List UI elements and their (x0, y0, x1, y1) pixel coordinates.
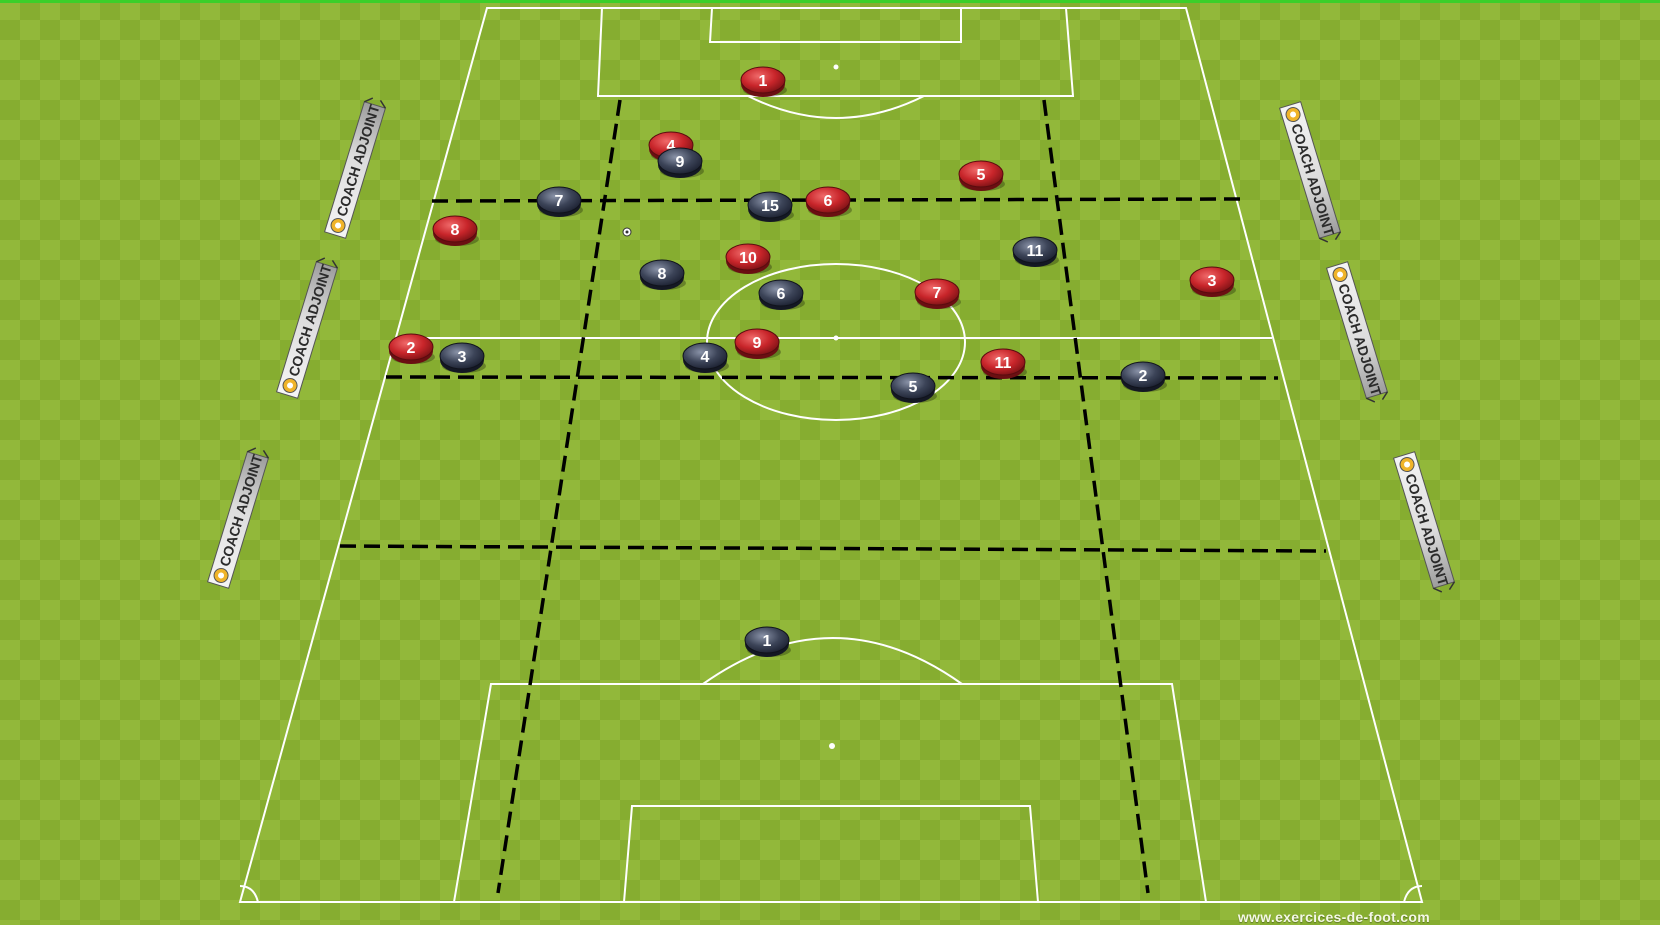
player-number: 15 (761, 198, 779, 215)
player-number: 10 (739, 250, 757, 267)
watermark: www.exercices-de-foot.com (1237, 909, 1430, 925)
coach-logo-icon (1399, 457, 1415, 473)
player-number: 4 (667, 138, 676, 155)
blue-player-token[interactable]: 4 (682, 342, 729, 373)
player-number: 5 (977, 167, 986, 184)
corner-arc-br (1403, 885, 1423, 903)
ball-icon (622, 227, 632, 237)
bottom-goal-area (622, 805, 1040, 903)
blue-player-token[interactable]: 1 (744, 626, 791, 657)
top-penalty-spot (833, 64, 839, 70)
players: 1 4 5 6 8 10 3 7 2 9 11 9 7 15 11 8 6 3 4 5 2 1 (388, 66, 1236, 657)
blue-player-token[interactable]: 6 (758, 279, 805, 310)
center-circle (706, 263, 966, 421)
red-player-token[interactable]: 8 (432, 215, 479, 246)
player-number: 9 (676, 154, 685, 171)
blue-player-token[interactable]: 9 (657, 147, 704, 178)
red-player-token[interactable]: 7 (914, 278, 961, 309)
center-spot (833, 335, 839, 341)
corner-arc-bl (239, 885, 259, 903)
bottom-penalty-arc (702, 637, 963, 685)
red-player-token[interactable]: 3 (1189, 266, 1236, 297)
zone-line-v2 (1042, 99, 1150, 894)
top-goal-area (708, 7, 962, 43)
coach-logo-icon (213, 567, 229, 583)
player-number: 5 (909, 379, 918, 396)
zone-line-h2 (385, 375, 1279, 380)
blue-player-token[interactable]: 8 (639, 259, 686, 290)
player-number: 9 (753, 335, 762, 352)
player-number: 11 (995, 355, 1012, 372)
player-number: 1 (759, 73, 768, 90)
coach-logo-icon (330, 217, 346, 233)
coach-logo-icon (1332, 267, 1348, 283)
player-number: 3 (458, 349, 467, 366)
player-number: 8 (658, 266, 667, 283)
bottom-penalty-spot (829, 743, 835, 749)
player-number: 2 (407, 340, 416, 357)
blue-player-token[interactable]: 2 (1120, 361, 1167, 392)
player-number: 6 (777, 286, 786, 303)
red-player-token[interactable]: 9 (734, 328, 781, 359)
player-number: 7 (555, 193, 564, 210)
blue-player-token[interactable]: 5 (890, 372, 937, 403)
blue-player-token[interactable]: 15 (747, 191, 794, 222)
player-number: 8 (451, 222, 460, 239)
coach-logo-icon (282, 377, 298, 393)
player-number: 2 (1139, 368, 1148, 385)
player-number: 11 (1027, 243, 1044, 260)
red-player-token[interactable]: 10 (725, 243, 772, 274)
blue-player-token[interactable]: 11 (1012, 236, 1059, 267)
blue-player-token[interactable]: 7 (536, 186, 583, 217)
zone-line-h3 (339, 544, 1327, 553)
player-number: 3 (1208, 273, 1217, 290)
blue-player-token[interactable]: 3 (439, 342, 486, 373)
player-number: 6 (824, 193, 833, 210)
red-player-token[interactable]: 6 (805, 186, 852, 217)
red-player-token[interactable]: 5 (958, 160, 1005, 191)
player-number: 7 (933, 285, 942, 302)
top-penalty-arc (747, 95, 925, 119)
coach-logo-icon (1285, 107, 1301, 123)
player-number: 4 (701, 349, 710, 366)
red-player-token[interactable]: 1 (740, 66, 787, 97)
zone-line-v1 (496, 99, 622, 894)
top-edge (0, 0, 1660, 3)
bottom-penalty-area (452, 683, 1208, 903)
player-number: 1 (763, 633, 772, 650)
red-player-token[interactable]: 2 (388, 333, 435, 364)
red-player-token[interactable]: 11 (980, 348, 1027, 379)
